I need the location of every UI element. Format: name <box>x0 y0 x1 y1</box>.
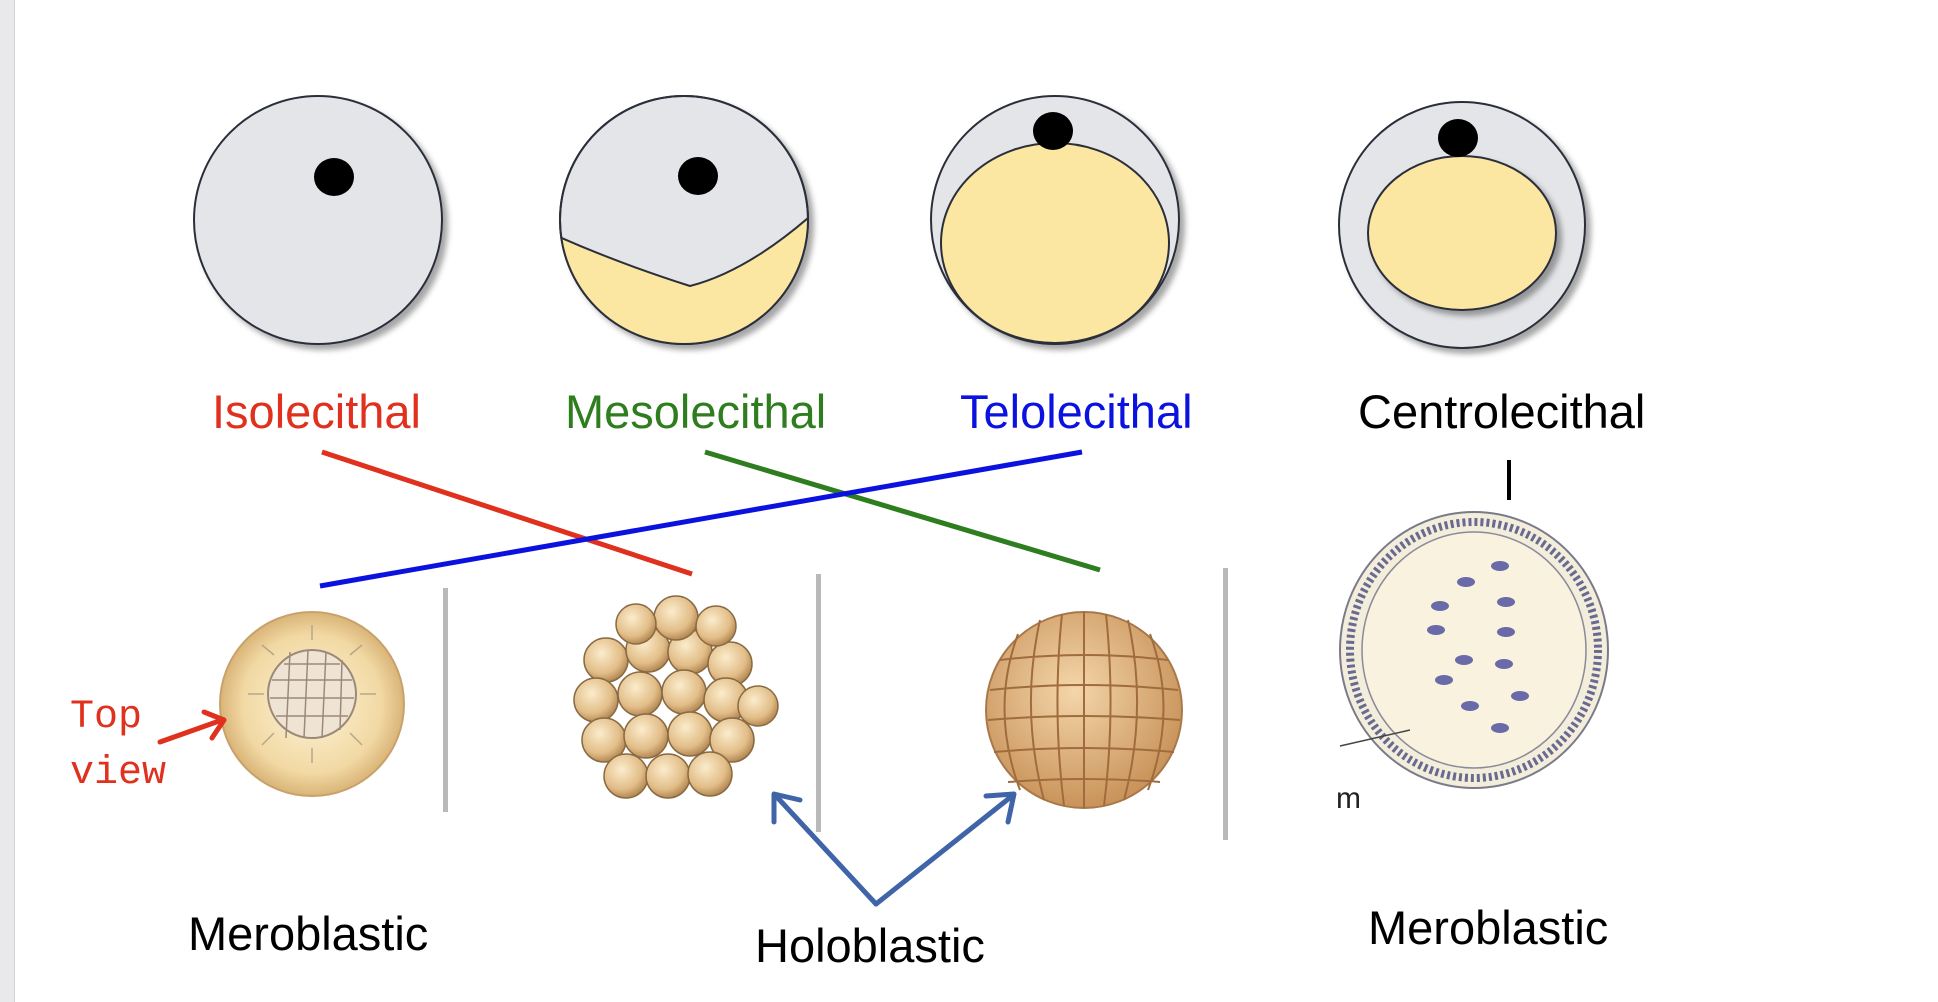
blastodisc-top-view-illustration <box>219 611 405 797</box>
meroblastic-label-right: Meroblastic <box>1368 901 1609 954</box>
figure-fragment-text: m <box>1336 782 1361 815</box>
meroblastic-label-left: Meroblastic <box>188 907 429 960</box>
telolecithal-egg <box>930 95 1180 345</box>
nucleus <box>678 157 718 195</box>
isolecithal-label: Isolecithal <box>212 385 421 438</box>
isolecithal-connector <box>321 449 693 577</box>
top-view-line1: Top <box>70 695 143 740</box>
holoblastic-arrows <box>771 791 1017 907</box>
holoblastic-embryo-illustration <box>985 611 1183 809</box>
superficial-cleavage-illustration <box>1339 511 1609 789</box>
centrolecithal-egg <box>1338 101 1586 349</box>
nucleus <box>1033 112 1073 150</box>
centrolecithal-label: Centrolecithal <box>1358 385 1646 438</box>
separator <box>816 574 821 832</box>
isolecithal-egg <box>193 95 443 345</box>
top-view-line2: view <box>70 751 167 796</box>
mesolecithal-egg <box>559 95 809 345</box>
holoblastic-label: Holoblastic <box>755 919 985 972</box>
left-window-edge <box>0 0 15 1002</box>
morula-illustration <box>573 595 779 799</box>
nucleus <box>1438 119 1478 157</box>
top-view-annotation: Top view <box>70 690 166 802</box>
nucleus <box>314 158 354 196</box>
mesolecithal-label: Mesolecithal <box>565 385 827 438</box>
yolk <box>1367 155 1557 311</box>
yolk <box>940 142 1170 344</box>
mesolecithal-connector <box>704 449 1101 573</box>
top-view-arrow <box>157 709 227 745</box>
separator <box>1223 568 1228 840</box>
telolecithal-connector <box>319 449 1083 589</box>
separator <box>443 588 448 812</box>
telolecithal-label: Telolecithal <box>960 385 1193 438</box>
